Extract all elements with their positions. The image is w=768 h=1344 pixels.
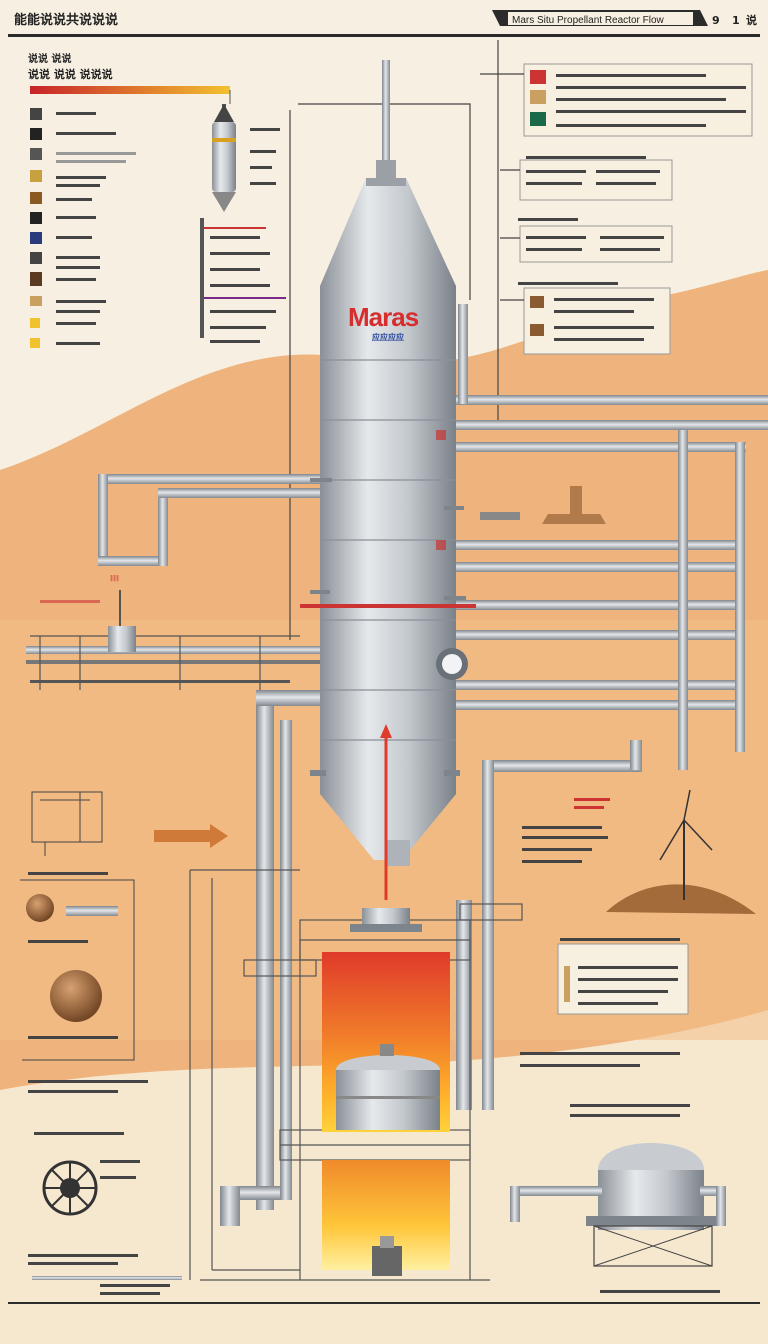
callout-stack xyxy=(200,218,286,343)
reactor-hopper xyxy=(320,794,456,860)
reactor-brand: Maras xyxy=(348,302,419,332)
material-swatch-list xyxy=(30,108,136,348)
page-mark-2: 1 xyxy=(732,14,740,27)
storage-tank-center xyxy=(336,1044,440,1130)
vent-stack xyxy=(382,60,390,180)
right-title: Mars Situ Propellant Reactor Flow xyxy=(512,15,665,26)
vertical-pipes-main xyxy=(220,690,472,1226)
leader-lines xyxy=(289,40,524,640)
left-panel: 说说 说说 说说 说说 说说说 xyxy=(28,52,286,348)
reactor-nose-cone xyxy=(320,178,456,286)
storage-tank-right xyxy=(510,1143,726,1267)
page-mark-1: 9 xyxy=(712,14,720,27)
right-lower xyxy=(510,486,756,1293)
reactor-tower: Maras 应应应应 xyxy=(300,60,476,900)
flame-chamber xyxy=(322,908,450,1276)
pipe-rack-right xyxy=(450,304,768,1110)
svg-text:‖‖‖: ‖‖‖ xyxy=(110,575,119,582)
arrow-right-icon xyxy=(154,824,228,848)
info-card-1 xyxy=(523,63,753,137)
left-platform: ‖‖‖ xyxy=(26,575,320,690)
rover-wheel-icon xyxy=(42,1160,98,1216)
scaffolding xyxy=(189,869,523,1281)
info-panel-lower xyxy=(557,938,689,1015)
header-rule xyxy=(8,34,760,37)
reactor-subtitle: 应应应应 xyxy=(372,332,404,342)
right-title-box xyxy=(508,12,693,25)
info-card-2 xyxy=(519,156,673,201)
mars-globe-icon xyxy=(26,894,54,922)
page-mark-3: 说 xyxy=(746,13,757,27)
left-schematics xyxy=(20,791,228,1295)
dish-icon xyxy=(542,486,606,524)
header: 能能说说共说说说 Mars Situ Propellant Reactor Fl… xyxy=(8,10,760,37)
pipe-loop-left xyxy=(98,474,328,566)
left-title: 能能说说共说说说 xyxy=(14,12,118,28)
brand-gradient-bar xyxy=(30,86,230,94)
footer-rule xyxy=(8,1302,760,1304)
left-heading: 说说 说说 说说说 xyxy=(28,67,113,81)
info-card-4 xyxy=(518,282,671,355)
left-heading-small: 说说 说说 xyxy=(28,52,71,65)
rocket-icon xyxy=(212,104,236,212)
flow-up-arrow xyxy=(380,724,392,738)
wind-turbine-icon xyxy=(606,789,756,914)
info-card-3 xyxy=(518,218,673,263)
info-cards xyxy=(518,63,753,355)
